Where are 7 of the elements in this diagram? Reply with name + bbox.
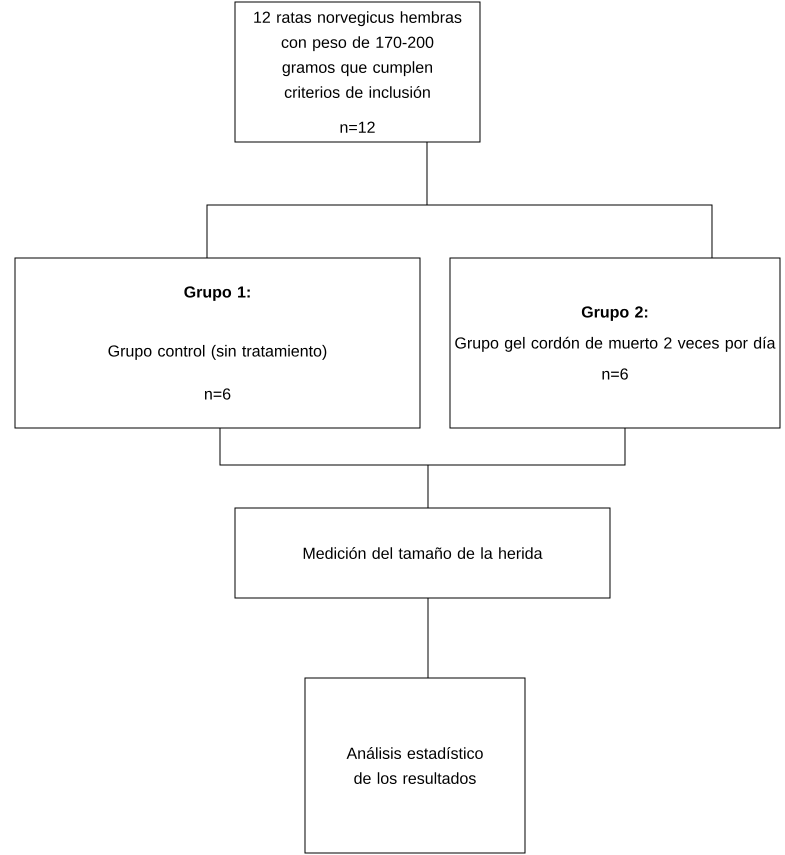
connector-line <box>426 142 712 258</box>
connector-line <box>428 428 626 508</box>
process-box: Grupo 2: Grupo gel cordón de muerto 2 veces por día n=6 <box>450 258 780 428</box>
process-box: Grupo 1: Grupo control (sin tratamiento) n=6 <box>14 258 420 428</box>
process-box: 12 ratas norvegicus hembras con peso de 170-200 gramos que cumplen criterios de inclusión n=12 <box>234 2 480 142</box>
process-box: Análisis estadístico de los resultados <box>304 678 526 854</box>
process-box: Medición del tamaño de la herida <box>234 508 610 598</box>
